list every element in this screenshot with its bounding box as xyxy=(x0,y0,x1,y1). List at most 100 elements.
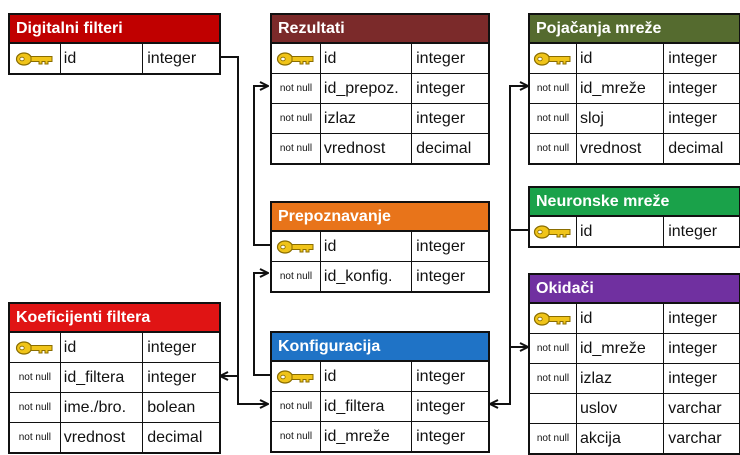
column-type: integer xyxy=(416,237,466,255)
column-type: bolean xyxy=(147,398,196,416)
column-name: id xyxy=(577,44,665,73)
column-name: sloj xyxy=(577,104,665,133)
table-title: Rezultati xyxy=(272,15,488,44)
column-type: varchar xyxy=(668,429,722,447)
constraint-cell: not null xyxy=(530,104,577,133)
constraint-cell: not null xyxy=(272,262,321,291)
rel-prepoznavanje-rezultati xyxy=(253,86,270,246)
primary-key-cell xyxy=(272,232,321,261)
constraint-cell: not null xyxy=(530,334,577,363)
column-name: izlaz xyxy=(321,104,413,133)
column-name: id xyxy=(61,44,144,73)
primary-key-cell xyxy=(530,217,577,246)
column-type: integer xyxy=(416,79,466,97)
column-name: id_mreže xyxy=(577,74,665,103)
column-type: integer xyxy=(147,338,197,356)
column-name: izlaz xyxy=(577,364,665,393)
constraint-cell: not null xyxy=(272,104,321,133)
column-name: id xyxy=(577,217,665,246)
table-title: Pojačanja mreže xyxy=(530,15,739,44)
column-name: id xyxy=(321,232,413,261)
key-icon xyxy=(276,239,314,254)
constraint-cell: not null xyxy=(272,392,321,421)
column-type: integer xyxy=(668,79,718,97)
column-name: id_filtera xyxy=(321,392,413,421)
column-name: id_mreže xyxy=(577,334,665,363)
column-type: integer xyxy=(416,367,466,385)
table-title: Okidači xyxy=(530,275,739,304)
primary-key-cell xyxy=(530,44,577,73)
rel-neuronske-pojacanja xyxy=(509,86,528,231)
constraint-cell: not null xyxy=(530,424,577,453)
column-name: vrednost xyxy=(321,134,413,163)
column-name: id xyxy=(61,333,144,362)
column-name: id_prepoz. xyxy=(321,74,413,103)
column-type: integer xyxy=(147,368,197,386)
column-name: vrednost xyxy=(577,134,665,163)
column-type: integer xyxy=(416,109,466,127)
constraint-cell: not null xyxy=(272,74,321,103)
column-type: integer xyxy=(416,397,466,415)
constraint-cell: not null xyxy=(530,134,577,163)
column-type: integer xyxy=(416,427,466,445)
constraint-cell xyxy=(530,394,577,423)
primary-key-cell xyxy=(530,304,577,333)
column-type: integer xyxy=(416,49,466,67)
column-name: id xyxy=(577,304,665,333)
column-name: vrednost xyxy=(61,423,144,452)
key-icon xyxy=(15,340,53,355)
rel-digitalni-koeficijenti xyxy=(218,56,239,376)
constraint-cell: not null xyxy=(10,423,61,452)
column-type: integer xyxy=(668,309,718,327)
rel-neuronske-konfiguracija xyxy=(490,347,511,404)
constraint-cell: not null xyxy=(10,393,61,422)
key-icon xyxy=(276,369,314,384)
column-type: integer xyxy=(416,267,466,285)
constraint-cell: not null xyxy=(272,422,321,451)
column-name: uslov xyxy=(577,394,665,423)
column-type: integer xyxy=(147,49,197,67)
column-name: id xyxy=(321,44,413,73)
rel-konfiguracija-prepoznavanje xyxy=(253,273,270,376)
constraint-cell: not null xyxy=(272,134,321,163)
column-type: decimal xyxy=(416,139,472,157)
column-name: id_konfig. xyxy=(321,262,413,291)
key-icon xyxy=(533,224,571,239)
column-name: akcija xyxy=(577,424,665,453)
table-title: Koeficijenti filtera xyxy=(10,304,219,333)
constraint-cell: not null xyxy=(10,363,61,392)
key-icon xyxy=(533,311,571,326)
column-type: decimal xyxy=(147,428,203,446)
primary-key-cell xyxy=(10,44,61,73)
column-name: id_mreže xyxy=(321,422,413,451)
primary-key-cell xyxy=(272,362,321,391)
table-title: Prepoznavanje xyxy=(272,203,488,232)
table-title: Neuronske mreže xyxy=(530,188,739,217)
column-type: decimal xyxy=(668,139,724,157)
column-type: varchar xyxy=(668,399,722,417)
column-name: id_filtera xyxy=(61,363,144,392)
